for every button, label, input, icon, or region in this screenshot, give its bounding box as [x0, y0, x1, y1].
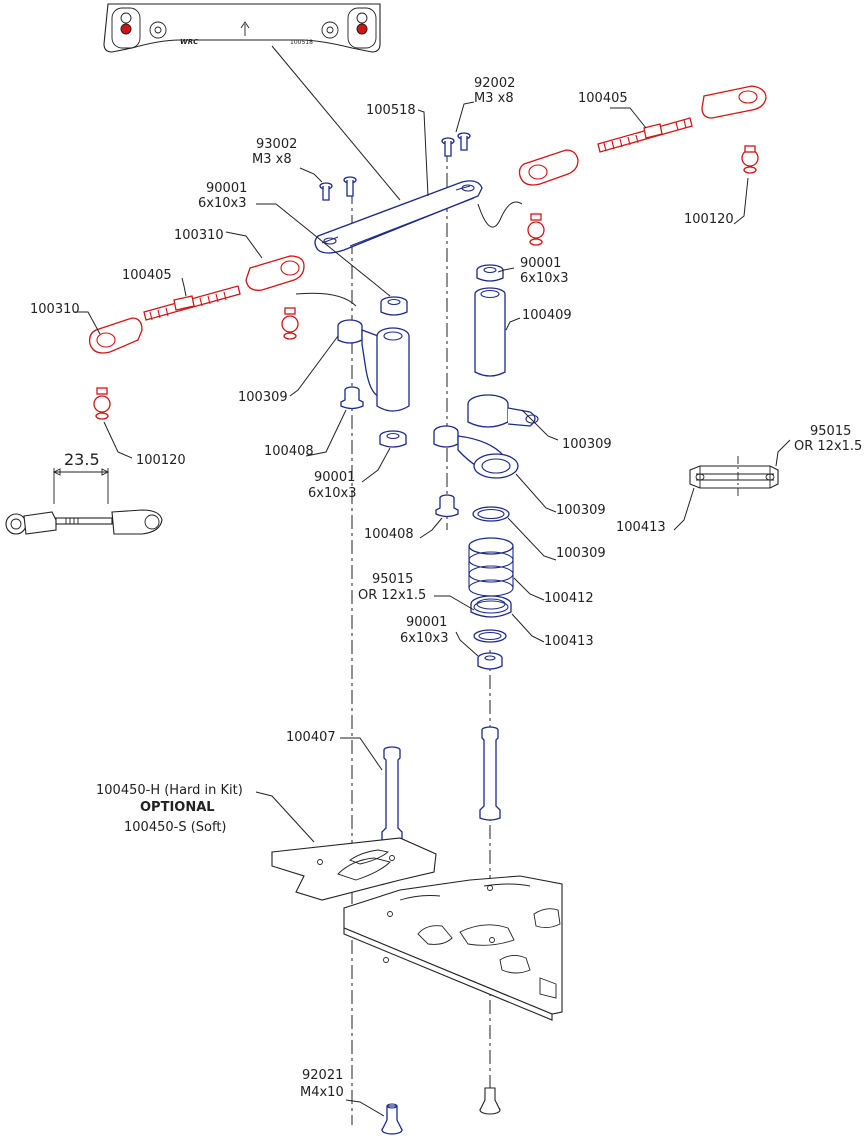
plate-part-number: 100518	[290, 39, 313, 46]
spring-100412	[468, 537, 514, 597]
label-90001-size-a: 6x10x3	[198, 196, 247, 211]
label-90001-b: 90001	[520, 256, 562, 271]
bearing-90001-right-upper	[476, 264, 504, 282]
plate-brand-logo: WRC	[180, 38, 199, 46]
label-90001-a: 90001	[206, 181, 248, 196]
label-90001-c: 90001	[314, 470, 356, 485]
label-93002: 93002	[256, 137, 298, 152]
label-100407: 100407	[286, 730, 336, 745]
collar-100413	[470, 595, 512, 618]
label-100120-right: 100120	[684, 212, 734, 227]
label-100309-c: 100309	[556, 503, 606, 518]
ball-stud-100120-left	[93, 387, 111, 420]
label-100450-s: 100450-S (Soft)	[124, 820, 227, 835]
label-95015-right-size: OR 12x1.5	[794, 439, 863, 454]
steering-bridge-detail-view: WRC 100518	[103, 3, 381, 53]
steering-crank-100309-left	[337, 319, 410, 412]
label-100518: 100518	[366, 103, 416, 118]
washer-100309	[472, 506, 510, 522]
label-100409: 100409	[522, 308, 572, 323]
label-100120-left: 100120	[136, 453, 186, 468]
collar-100413-side-view	[689, 456, 779, 498]
label-90001-d: 90001	[406, 615, 448, 630]
tie-rod-right-100405	[597, 117, 693, 153]
label-95015-size: OR 12x1.5	[358, 588, 427, 603]
screw-92002	[441, 132, 471, 157]
rod-end-top-left	[245, 255, 305, 291]
label-100405-top: 100405	[578, 91, 628, 106]
screw-92021-left	[381, 1103, 403, 1135]
rod-end-top-right	[701, 85, 767, 119]
label-95015: 95015	[372, 572, 414, 587]
label-100310-top: 100310	[174, 228, 224, 243]
post-100407-left	[381, 746, 403, 845]
tube-100409	[474, 287, 506, 377]
bushing-100408-right	[435, 494, 459, 518]
turnbuckle-dimension-detail: 23.5	[5, 450, 163, 535]
rod-end-right-100310	[518, 149, 579, 186]
steering-crank-100309-right-lower	[433, 425, 519, 479]
chassis-plate-100450	[271, 837, 437, 901]
label-100309-b: 100309	[562, 437, 612, 452]
label-100310-left: 100310	[30, 302, 80, 317]
label-100413: 100413	[544, 634, 594, 649]
o-ring-95015	[473, 629, 507, 643]
leader-lines	[74, 101, 791, 1117]
steering-bridge-100518	[314, 180, 483, 254]
label-92021: 92021	[302, 1068, 344, 1083]
label-100408-b: 100408	[364, 527, 414, 542]
main-chassis-plate	[343, 875, 563, 1021]
label-92021-size: M4x10	[300, 1085, 344, 1100]
ball-stud-left-upper	[281, 307, 299, 340]
bearing-90001-left-upper	[380, 296, 408, 316]
label-95015-right: 95015	[810, 424, 852, 439]
label-100309-d: 100309	[556, 546, 606, 561]
ball-stud-100120-right	[741, 145, 759, 174]
steering-crank-100309-right-upper	[467, 394, 539, 428]
label-100413-right: 100413	[616, 520, 666, 535]
label-100309-a: 100309	[238, 390, 288, 405]
label-90001-size-c: 6x10x3	[308, 486, 357, 501]
ball-stud-center	[527, 213, 545, 246]
bushing-100408-left	[340, 386, 364, 410]
bearing-90001-right-lower	[477, 652, 503, 670]
rod-end-left-100310	[88, 317, 143, 354]
label-100412: 100412	[544, 591, 594, 606]
screw-93002	[319, 176, 357, 201]
screw-92021-right	[479, 1087, 501, 1115]
label-100408-a: 100408	[264, 444, 314, 459]
label-100405-left: 100405	[122, 268, 172, 283]
label-92002: 92002	[474, 76, 516, 91]
dimension-23-5: 23.5	[64, 450, 100, 469]
post-100407-right	[479, 726, 501, 821]
label-optional: OPTIONAL	[140, 800, 215, 815]
label-93002-size: M3 x8	[252, 152, 292, 167]
label-90001-size-d: 6x10x3	[400, 631, 449, 646]
label-92002-size: M3 x8	[474, 91, 514, 106]
label-90001-size-b: 6x10x3	[520, 271, 569, 286]
label-100450-h: 100450-H (Hard in Kit)	[96, 783, 243, 798]
bearing-90001-left-lower	[379, 430, 407, 448]
tie-rod-left-100405	[143, 285, 241, 321]
